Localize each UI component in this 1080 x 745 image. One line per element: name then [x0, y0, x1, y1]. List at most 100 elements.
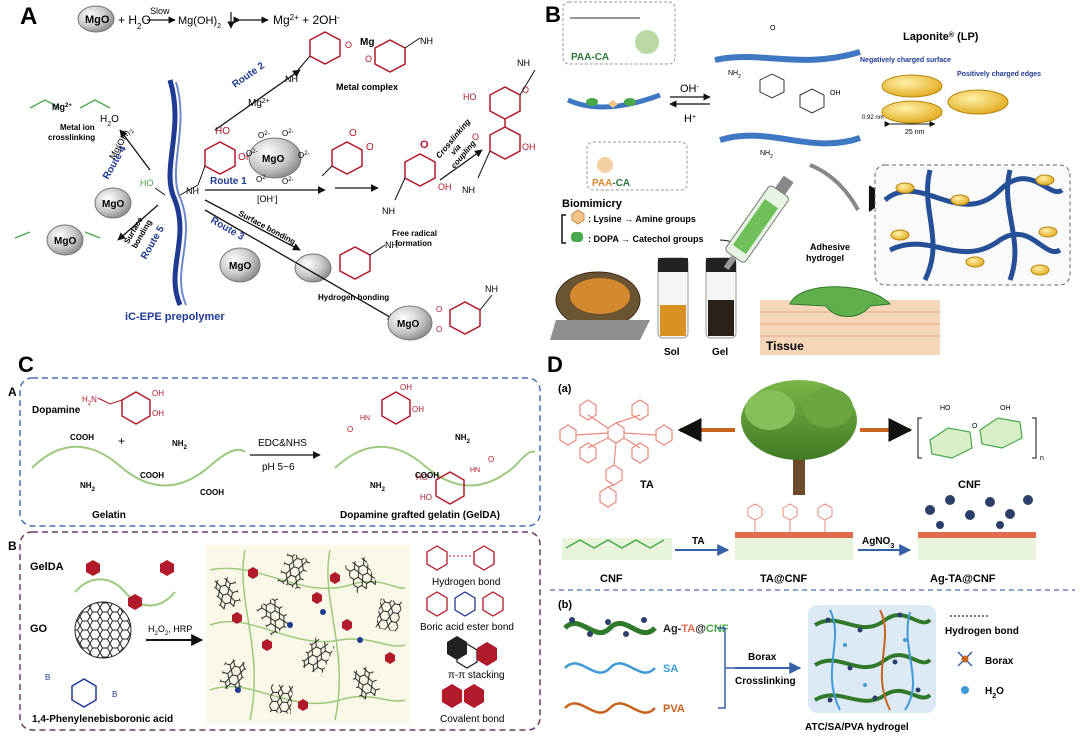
route-5-mgo-sphere — [46, 224, 84, 256]
metal-ion-chain-2 — [79, 99, 111, 109]
mgo-oxygen-sphere — [248, 137, 302, 179]
gelda-network-area — [206, 545, 410, 723]
gelda-hex-3 — [160, 560, 174, 576]
borax-arrow-label: Borax — [748, 652, 777, 663]
route-5-arrow — [117, 204, 159, 241]
network-chain-4 — [1005, 169, 1018, 281]
radical-o: O — [420, 139, 429, 151]
sol-liquid — [660, 305, 686, 336]
cnf-bracket-right — [1032, 417, 1037, 459]
gelda-o1: O — [347, 425, 353, 434]
hbond-mgo-sphere — [387, 305, 433, 341]
gel-liquid — [708, 300, 734, 336]
gelatin-chain — [31, 445, 246, 487]
eq-water: + H2O — [118, 13, 151, 31]
tree-canopy-right — [803, 388, 853, 428]
paa-ca-chain — [566, 92, 661, 110]
boric-ester-legend: Boric acid ester bond — [420, 622, 514, 633]
pi-stacking-legend: π-π stacking — [448, 670, 505, 681]
dimer-nh-bottom: NH — [462, 185, 475, 195]
panel-c-box-b — [19, 531, 541, 731]
hydrogel-ag-dots — [825, 612, 921, 703]
route-5-chain-left — [14, 231, 31, 239]
dopa-icon — [571, 232, 583, 242]
dimer-ho: HO — [463, 92, 477, 102]
paa-ca-bottom-box — [586, 141, 688, 191]
diameter-label: 25 nm — [905, 129, 925, 136]
route-4-h2o: H2O — [100, 114, 119, 128]
cnf-bracket-left — [917, 417, 922, 459]
network-strand-5 — [327, 549, 341, 721]
hbond-o1: O — [436, 305, 442, 314]
network-disc-6 — [1038, 226, 1058, 238]
ag-ta-cnf-layer — [918, 532, 1036, 538]
surface-bonding-arrow — [204, 199, 301, 251]
complex-nh-right: NH — [420, 36, 433, 46]
hrp-label: H2O2, HRP — [148, 624, 192, 637]
water-legend-label: H2O — [985, 686, 1004, 700]
ag-ta-cnf-legend-dots — [569, 617, 647, 637]
catechol-oh: OH — [238, 152, 253, 163]
gelda-o2: O — [488, 455, 494, 464]
cnf-label: CNF — [958, 479, 981, 491]
crosslinking-coupling-label: Crosslinkingviacoupling — [434, 117, 486, 172]
cnf-row-chain — [565, 539, 665, 549]
dimer-o-top: O — [522, 85, 529, 95]
covalent-bond-legend: Covalent bond — [440, 714, 505, 725]
quinone-o2: O — [366, 142, 374, 153]
panel-c-sub-a: A — [8, 385, 17, 399]
covalent-legend-ring-2 — [464, 684, 484, 708]
hydrogel-water-dots — [843, 638, 907, 687]
metal-complex-label: Metal complex — [336, 82, 398, 92]
dimer-ring-top — [489, 86, 521, 120]
network-strand-4 — [242, 549, 256, 721]
gelda-hn2: HN — [470, 467, 480, 474]
route-5-chain-right — [84, 231, 101, 239]
laponite-title: Laponite® (LP) — [903, 31, 979, 44]
panel-d-sub-b: (b) — [558, 599, 572, 611]
route-5-mgo: MgO — [54, 236, 76, 247]
positive-edges-label: Positively charged edges — [957, 71, 1041, 78]
crosslink-ring-1 — [759, 73, 785, 99]
eq-slow-label: Slow — [150, 6, 170, 16]
metal-ion-mg: Mg2+ — [52, 102, 72, 112]
eq-mgo: MgO — [85, 14, 110, 26]
gelatin-label: Gelatin — [92, 510, 126, 521]
tree-trunk — [793, 450, 805, 495]
catechol-ho: HO — [215, 126, 230, 137]
prepolymer-highlight — [174, 81, 187, 306]
pva-legend-strand — [564, 702, 656, 714]
catechol-prepolymer: NH HO OH HO — [140, 126, 253, 196]
network-chain-3 — [922, 169, 936, 282]
route-4-arrow — [119, 129, 151, 171]
nh-label: NH — [186, 186, 199, 196]
lysine-label: : Lysine → Amine groups — [588, 214, 696, 224]
cnf-n: n — [1040, 455, 1044, 462]
crosslinking-label: Crosslinking — [735, 676, 796, 687]
tree-canopy-left — [745, 390, 795, 430]
borax-legend-label: Borax — [985, 656, 1014, 667]
route-4-mgo: MgO — [102, 199, 124, 210]
dimer-o-bottom: O — [472, 132, 479, 142]
edc-label: EDC&NHS — [258, 438, 307, 449]
sa-legend-label: SA — [663, 663, 678, 675]
radical-ring — [404, 153, 436, 187]
dimer-nh-top: NH — [517, 58, 530, 68]
pva-legend-label: PVA — [663, 703, 685, 715]
gelda-hn1: HN — [360, 415, 370, 422]
gelatin-cooh-2: COOH — [140, 471, 164, 480]
route-2-mg: Mg2+ — [248, 98, 270, 110]
gelatin-cooh-3: COOH — [200, 488, 224, 497]
mussel-body — [570, 278, 630, 314]
o2-minus-4: O2- — [298, 151, 310, 160]
catechol-ring — [204, 141, 236, 175]
route-3-mgo: MgO — [229, 261, 251, 272]
hydrogel-label: ATC/SA/PVA hydrogel — [805, 722, 909, 733]
lysine-icon — [571, 209, 585, 225]
network-chain-2 — [888, 231, 1062, 255]
gelda-oh2: OH — [412, 405, 424, 414]
catechol-highlight — [635, 30, 659, 54]
gelda-ring-2 — [435, 471, 465, 505]
